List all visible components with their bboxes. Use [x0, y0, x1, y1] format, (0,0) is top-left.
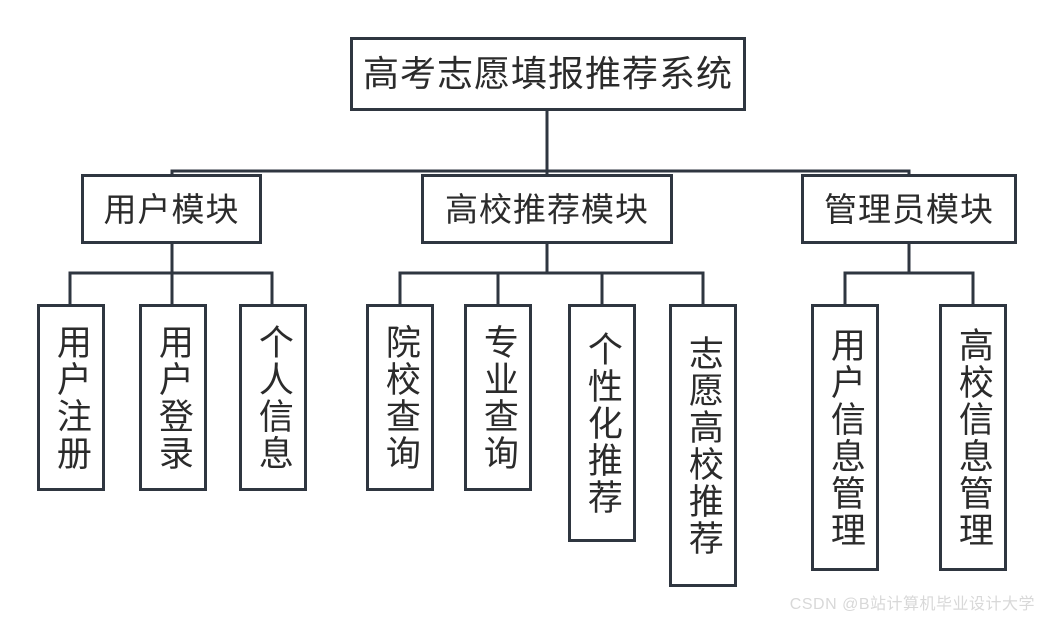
node-leaf-volunteer-college-recommend[interactable]: 志愿高校推荐 [669, 304, 737, 587]
node-module-admin[interactable]: 管理员模块 [801, 174, 1017, 244]
node-leaf-user-login[interactable]: 用户登录 [139, 304, 207, 491]
node-module-user-label: 用户模块 [103, 190, 240, 228]
node-leaf-personal-info-label: 个人信息 [253, 323, 293, 472]
node-leaf-personal-info[interactable]: 个人信息 [239, 304, 307, 491]
node-leaf-user-register[interactable]: 用户注册 [37, 304, 105, 491]
node-leaf-user-info-management-label: 用户信息管理 [825, 326, 865, 549]
node-module-user[interactable]: 用户模块 [81, 174, 262, 244]
node-leaf-user-login-label: 用户登录 [153, 323, 193, 472]
node-leaf-major-search[interactable]: 专业查询 [464, 304, 532, 491]
node-leaf-volunteer-college-recommend-label: 志愿高校推荐 [683, 334, 723, 557]
node-leaf-college-info-management-label: 高校信息管理 [953, 326, 993, 549]
watermark: CSDN @B站计算机毕业设计大学 [789, 596, 1035, 613]
node-leaf-user-register-label: 用户注册 [51, 323, 91, 472]
node-module-recommend-label: 高校推荐模块 [445, 190, 649, 228]
node-leaf-personalized-recommend[interactable]: 个性化推荐 [568, 304, 636, 542]
node-module-admin-label: 管理员模块 [824, 190, 994, 228]
node-module-recommend[interactable]: 高校推荐模块 [421, 174, 673, 244]
node-leaf-user-info-management[interactable]: 用户信息管理 [811, 304, 879, 571]
node-leaf-college-search-label: 院校查询 [380, 323, 420, 472]
node-leaf-personalized-recommend-label: 个性化推荐 [582, 330, 622, 516]
node-root-label: 高考志愿填报推荐系统 [362, 53, 733, 94]
node-leaf-major-search-label: 专业查询 [478, 323, 518, 472]
node-leaf-college-info-management[interactable]: 高校信息管理 [939, 304, 1007, 571]
node-root[interactable]: 高考志愿填报推荐系统 [350, 37, 746, 111]
node-leaf-college-search[interactable]: 院校查询 [366, 304, 434, 491]
